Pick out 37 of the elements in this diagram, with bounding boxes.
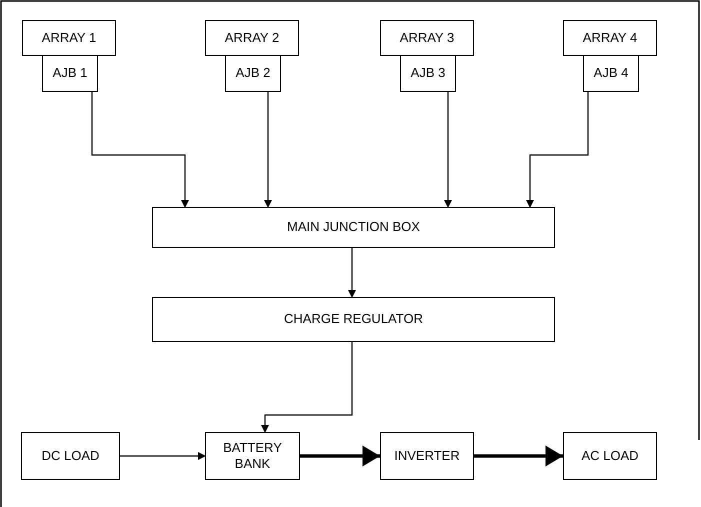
arrow — [261, 342, 353, 433]
block-label: AJB 1 — [52, 65, 88, 82]
block-label: AJB 2 — [236, 65, 270, 82]
block-box — [152, 207, 555, 248]
block-label: DC LOAD — [42, 448, 100, 464]
block-label: ARRAY 3 — [400, 30, 454, 46]
arrow — [120, 452, 206, 460]
arrow — [348, 248, 356, 298]
arrow — [300, 446, 380, 466]
block-box — [563, 20, 657, 56]
block-box — [205, 20, 299, 56]
arrow — [91, 92, 189, 208]
block-label: AC LOAD — [581, 448, 639, 464]
block-box — [583, 55, 639, 92]
arrow — [474, 446, 563, 466]
block-label: ARRAY 1 — [42, 30, 96, 46]
block-box — [42, 55, 98, 92]
block-box — [205, 432, 300, 480]
block-label: INVERTER — [394, 448, 460, 464]
block-box — [563, 432, 657, 480]
block-label: CHARGE REGULATOR — [284, 311, 423, 328]
arrow — [526, 92, 589, 208]
block-label: BATTERY BANK — [222, 440, 283, 472]
block-box — [22, 20, 116, 56]
block-box — [225, 55, 281, 92]
block-box — [380, 432, 474, 480]
block-label: AJB 4 — [594, 65, 628, 82]
block-label: MAIN JUNCTION BOX — [287, 219, 420, 236]
arrow — [264, 92, 272, 208]
block-label: AJB 3 — [410, 65, 446, 82]
block-box — [152, 297, 555, 342]
block-label: ARRAY 2 — [224, 30, 280, 46]
block-box — [380, 20, 474, 56]
block-box — [400, 55, 456, 92]
block-label: ARRAY 4 — [582, 30, 638, 46]
block-box — [21, 432, 120, 480]
arrow — [444, 92, 452, 208]
